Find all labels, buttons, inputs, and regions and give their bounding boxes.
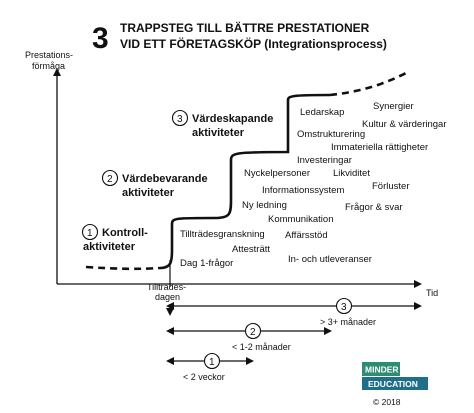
stage-2-badge: [101, 169, 119, 187]
stage-1-line-2: aktiviteter: [83, 241, 136, 253]
activity-fragor-svar: Frågor & svar: [345, 202, 403, 213]
activity-ny-ledning: Ny ledning: [242, 200, 287, 211]
activity-in-utleveranser: In- och utleveranser: [288, 254, 372, 265]
stage-1-line-1: Kontroll-: [102, 227, 148, 239]
timeline-2-badge: [244, 322, 262, 340]
timeline-2-label: < 1-2 månader: [232, 342, 291, 352]
minder-education-logo: MINDER EDUCATION: [362, 362, 428, 390]
stage-3-number: 3: [177, 114, 183, 125]
x-axis-label: Tid: [426, 288, 438, 298]
y-axis-label-1: Prestations-: [25, 50, 73, 60]
title-line-1: TRAPPSTEG TILL BÄTTRE PRESTATIONER: [120, 20, 370, 35]
copyright: © 2018: [373, 397, 401, 407]
day-label-2: dagen: [155, 292, 180, 302]
activity-attestratt: Attesträtt: [232, 244, 270, 255]
activity-kommunikation: Kommunikation: [268, 214, 333, 225]
activity-informationssystem: Informationssystem: [262, 185, 344, 196]
activity-forluster: Förluster: [372, 181, 409, 192]
activity-omstrukturering: Omstrukturering: [297, 129, 365, 140]
timeline-1-label: < 2 veckor: [183, 372, 225, 382]
y-axis-label-2: förmåga: [32, 61, 65, 71]
stage-3-line-2: aktiviteter: [192, 127, 245, 139]
day-label-1: Tillträdes-: [147, 282, 186, 292]
activity-immateriella: Immateriella rättigheter: [331, 142, 428, 153]
activity-likviditet: Likviditet: [333, 168, 370, 179]
activity-ledarskap: Ledarskap: [300, 107, 344, 118]
logo-bottom-band: [362, 377, 428, 390]
timeline-3-number: 3: [341, 302, 347, 313]
logo-line-2: EDUCATION: [368, 379, 418, 389]
stage-1-number: 1: [87, 228, 93, 239]
timeline-2-number: 2: [250, 327, 256, 338]
stage-3-badge: [171, 109, 189, 127]
timeline-1-badge: [203, 352, 221, 370]
activity-kultur: Kultur & värderingar: [362, 119, 446, 130]
stage-2-number: 2: [107, 174, 113, 185]
activity-affarsstod: Affärsstöd: [285, 230, 328, 241]
activity-investeringar: Investeringar: [297, 155, 352, 166]
title-number: 3: [92, 22, 109, 55]
timeline-3-label: > 3+ månader: [320, 317, 376, 327]
logo-top-band: [362, 362, 400, 376]
logo-line-1: MINDER: [365, 365, 399, 375]
stage-1-badge: [81, 223, 99, 241]
timeline-3-badge: [335, 297, 353, 315]
performance-dash-before: [85, 265, 161, 271]
timeline-1-number: 1: [209, 357, 215, 368]
activity-tilltradesgranskning: Tillträdesgranskning: [180, 229, 265, 240]
stage-2-line-2: aktiviteter: [122, 187, 175, 199]
activity-dag1-fragor: Dag 1-frågor: [180, 258, 233, 269]
performance-dash-after: [329, 70, 409, 97]
stage-3-line-1: Värdeskapande: [192, 113, 273, 125]
activity-synergier: Synergier: [373, 101, 414, 112]
performance-steps: [159, 93, 331, 270]
activity-nyckelpersoner: Nyckelpersoner: [244, 168, 310, 179]
stage-2-line-1: Värdebevarande: [122, 173, 208, 185]
title-line-2: VID ETT FÖRETAGSKÖP (Integrationsprocess…: [120, 36, 387, 51]
